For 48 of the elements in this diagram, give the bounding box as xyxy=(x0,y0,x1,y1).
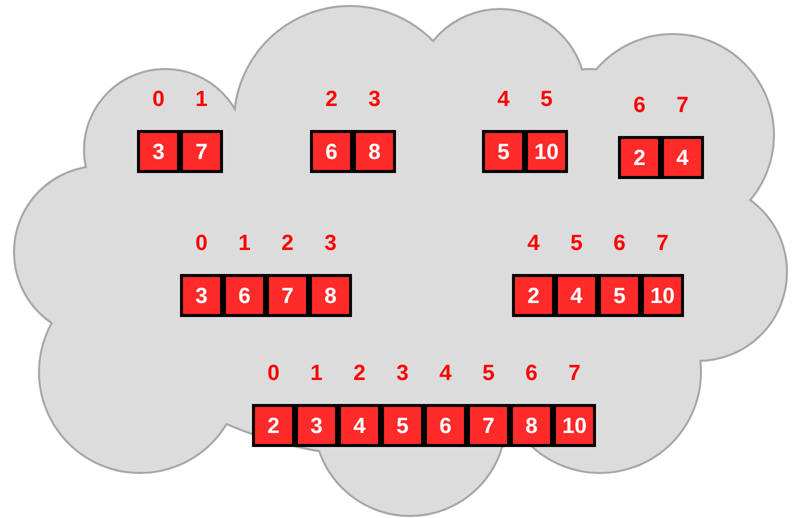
index-label: 1 xyxy=(194,86,209,112)
array-cell: 10 xyxy=(641,274,684,317)
index-label: 2 xyxy=(324,86,339,112)
array-cell: 10 xyxy=(553,404,596,447)
array-cell: 7 xyxy=(467,404,510,447)
array-cell: 8 xyxy=(510,404,553,447)
index-label: 3 xyxy=(395,360,410,386)
array-cell: 8 xyxy=(309,274,352,317)
array-cell: 6 xyxy=(310,130,353,173)
index-label: 2 xyxy=(280,230,295,256)
index-label: 6 xyxy=(612,230,627,256)
index-label: 5 xyxy=(539,86,554,112)
index-label: 6 xyxy=(632,92,647,118)
array-cell: 6 xyxy=(424,404,467,447)
array-cell: 5 xyxy=(598,274,641,317)
index-label: 1 xyxy=(237,230,252,256)
array-cell: 2 xyxy=(512,274,555,317)
index-label: 5 xyxy=(569,230,584,256)
array-cell: 5 xyxy=(482,130,525,173)
index-label: 7 xyxy=(655,230,670,256)
array-cell: 10 xyxy=(525,130,568,173)
array-cell: 4 xyxy=(555,274,598,317)
index-label: 3 xyxy=(367,86,382,112)
index-label: 6 xyxy=(524,360,539,386)
index-label: 4 xyxy=(438,360,453,386)
array-cell: 3 xyxy=(180,274,223,317)
array-cell: 7 xyxy=(180,130,223,173)
index-label: 7 xyxy=(675,92,690,118)
array-cell: 3 xyxy=(137,130,180,173)
index-label: 0 xyxy=(151,86,166,112)
index-label: 1 xyxy=(309,360,324,386)
array-cell: 4 xyxy=(338,404,381,447)
array-cell: 5 xyxy=(381,404,424,447)
array-cell: 2 xyxy=(618,136,661,179)
index-label: 7 xyxy=(567,360,582,386)
array-cell: 4 xyxy=(661,136,704,179)
index-label: 5 xyxy=(481,360,496,386)
index-label: 4 xyxy=(496,86,511,112)
index-label: 4 xyxy=(526,230,541,256)
array-cell: 3 xyxy=(295,404,338,447)
index-label: 3 xyxy=(323,230,338,256)
index-label: 2 xyxy=(352,360,367,386)
index-label: 0 xyxy=(194,230,209,256)
index-label: 0 xyxy=(266,360,281,386)
array-cell: 6 xyxy=(223,274,266,317)
array-cell: 7 xyxy=(266,274,309,317)
array-cell: 2 xyxy=(252,404,295,447)
array-cell: 8 xyxy=(353,130,396,173)
